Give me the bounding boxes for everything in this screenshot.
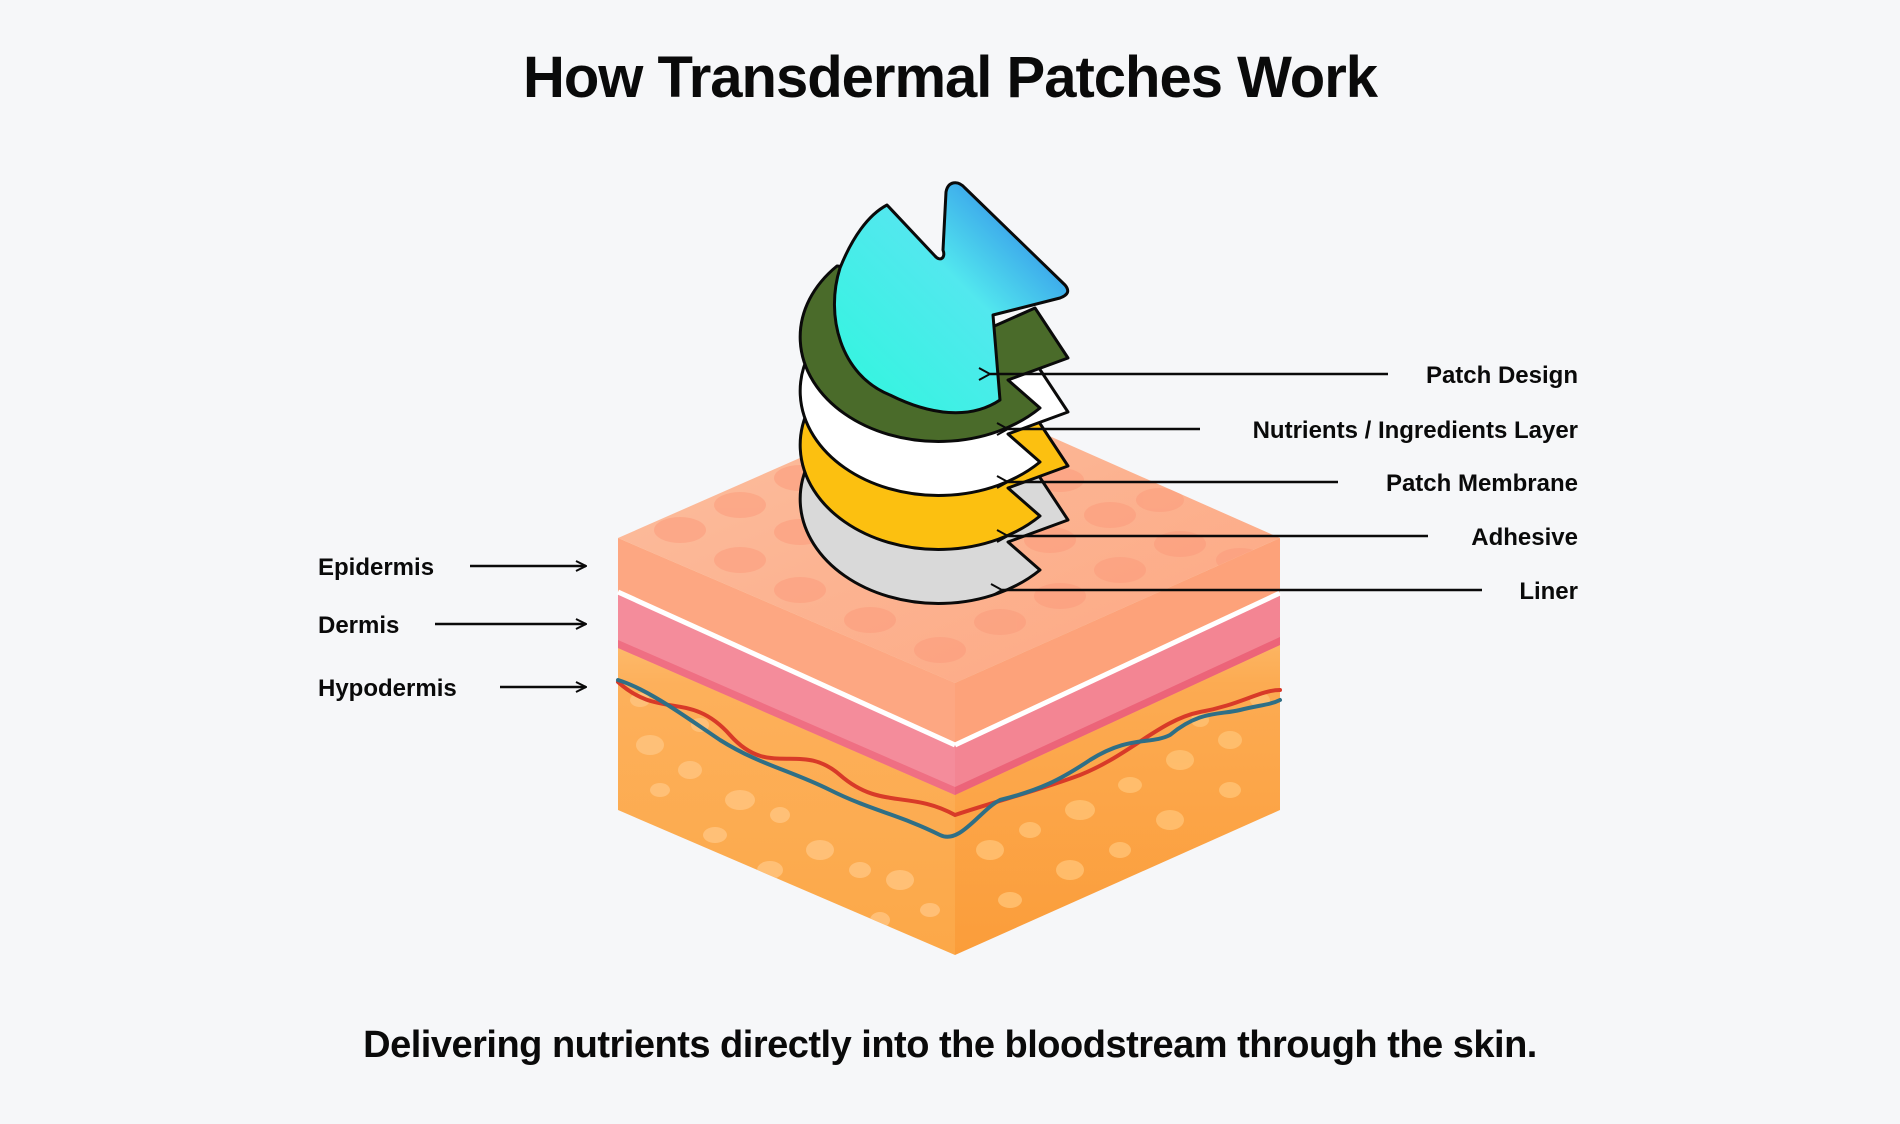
dermis-label: Dermis [318, 612, 399, 639]
patch-layer-labels: Patch Design Nutrients / Ingredients Lay… [1253, 362, 1578, 605]
skin-layer-callouts [435, 566, 586, 687]
epidermis-label: Epidermis [318, 554, 434, 581]
patch-design-label: Patch Design [1426, 362, 1578, 389]
dermis-right [955, 593, 1280, 795]
patch-layer-callouts [990, 374, 1482, 590]
dermis-left [618, 592, 955, 795]
blood-vessels [616, 678, 1282, 839]
adhesive-label: Adhesive [1471, 524, 1578, 551]
membrane-label: Patch Membrane [1386, 470, 1578, 497]
patch-stack [798, 181, 1070, 605]
epidermis-left [618, 538, 955, 745]
artery [616, 680, 1282, 818]
page-subtitle: Delivering nutrients directly into the b… [363, 1024, 1537, 1066]
skin-left-face [616, 538, 957, 955]
liner-label: Liner [1519, 578, 1578, 605]
patch-design-disc [832, 181, 1070, 415]
skin-layer-labels: Epidermis Dermis Hypodermis [318, 554, 457, 702]
vein [616, 678, 1282, 839]
hypodermis-label: Hypodermis [318, 675, 457, 702]
page-title: How Transdermal Patches Work [522, 45, 1378, 110]
nutrients-label: Nutrients / Ingredients Layer [1253, 417, 1578, 444]
